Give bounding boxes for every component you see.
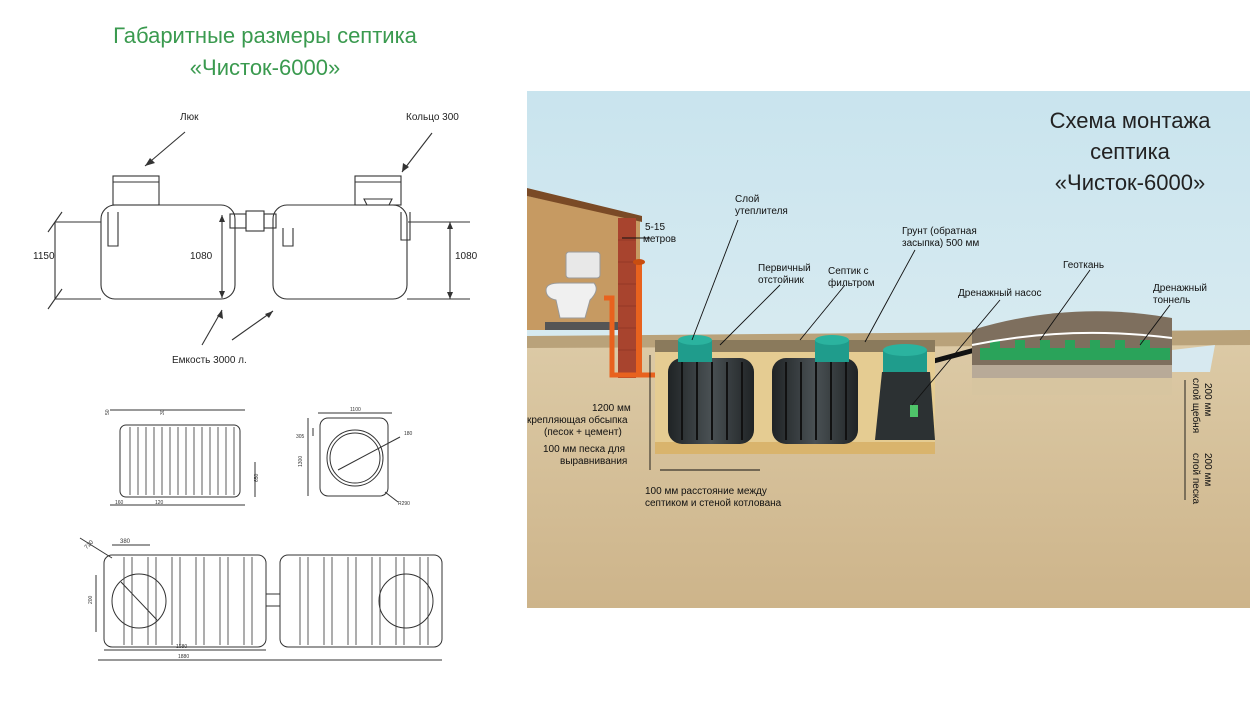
distance-label-2: метров	[643, 234, 676, 245]
dim-30: 30	[160, 409, 166, 415]
installation-title-line3: «Чисток-6000»	[1054, 170, 1206, 195]
rib	[123, 557, 133, 645]
fill-label-3: (песок + цемент)	[544, 427, 622, 438]
dim-1580: 1580	[176, 644, 187, 650]
pump-label: Дренажный насос	[958, 288, 1042, 299]
dim-1150: 1150	[33, 251, 55, 262]
gravel-label-1: 200 мм	[1202, 383, 1213, 416]
brick-wall	[618, 218, 636, 378]
dimensions-title-line2: «Чисток-6000»	[189, 55, 341, 80]
rib	[177, 427, 187, 495]
tunnel-label-2: тоннель	[1153, 295, 1190, 306]
dim-380: 380	[120, 539, 131, 545]
dim-1880: 1880	[178, 654, 189, 660]
rib	[209, 427, 219, 495]
tank-side-right	[272, 204, 408, 300]
dimensions-title: Габаритные размеры септика «Чисток-6000»	[60, 20, 470, 84]
rib	[195, 557, 205, 645]
pump-chamber	[875, 344, 935, 440]
installation-title-line2: септика	[1090, 139, 1170, 164]
rib	[323, 557, 333, 645]
ribbed-tank-view	[110, 409, 256, 506]
rib	[147, 557, 157, 645]
insulation-label-2: утеплителя	[735, 206, 788, 217]
dimensions-title-line1: Габаритные размеры септика	[113, 23, 417, 48]
dim-1300: 1300	[298, 456, 304, 467]
dim-200: 200	[88, 595, 94, 604]
gap-label-2: септиком и стеной котлована	[645, 498, 782, 509]
rib	[243, 557, 253, 645]
rib	[161, 427, 171, 495]
toilet-icon	[545, 251, 601, 319]
dim-1080-a: 1080	[190, 251, 213, 262]
hatch-label: Люк	[180, 112, 199, 123]
insulation-label-1: Слой	[735, 194, 759, 205]
rib	[419, 557, 429, 645]
tank-primary	[668, 335, 754, 444]
dim-120: 120	[155, 500, 164, 506]
geotextile-label: Геоткань	[1063, 260, 1104, 271]
gap-label-1: 100 мм расстояние между	[645, 486, 767, 497]
primary-label-1: Первичный	[758, 263, 811, 274]
rib	[395, 557, 405, 645]
dim-650: 650	[254, 473, 260, 482]
rib	[193, 427, 203, 495]
dim-180: 180	[404, 431, 413, 437]
rib	[347, 557, 357, 645]
sand-label-1: 100 мм песка для	[543, 444, 625, 455]
soil-label-2: засыпка) 500 мм	[902, 238, 979, 249]
technical-drawing: Люк Кольцо 300 Емкость 3000 л. 1150 1080…	[33, 112, 478, 661]
dim-1080-b: 1080	[455, 251, 478, 262]
round-end-view	[307, 412, 401, 503]
tunnel-label-1: Дренажный	[1153, 283, 1207, 294]
sand-label-2: выравнивания	[560, 456, 627, 467]
sandlayer-label-2: слой песка	[1190, 453, 1201, 504]
dim-50: 50	[105, 409, 111, 415]
hatch-right	[354, 175, 402, 206]
installation-title-line1: Схема монтажа	[1049, 108, 1211, 133]
rib	[219, 557, 229, 645]
sandlayer-label-1: 200 мм	[1202, 453, 1213, 486]
dim-1100: 1100	[350, 407, 361, 413]
tank-side-left	[100, 204, 236, 300]
distance-label-1: 5-15	[645, 222, 665, 233]
hatch-left	[112, 175, 160, 206]
top-view	[79, 537, 443, 661]
rib	[171, 557, 181, 645]
installation-title: Схема монтажа септика «Чисток-6000»	[1020, 105, 1240, 198]
rib	[129, 427, 139, 495]
dim-720: 720	[84, 539, 96, 551]
rib	[145, 427, 155, 495]
ring-label: Кольцо 300	[406, 112, 459, 123]
soil-label-1: Грунт (обратная	[902, 225, 977, 237]
dim-r290: R290	[398, 501, 410, 507]
dim-160: 160	[115, 500, 124, 506]
sewer-pipe	[604, 295, 660, 378]
rib	[371, 557, 381, 645]
septic-label-1: Септик с	[828, 266, 869, 277]
septic-label-2: фильтром	[828, 277, 875, 289]
primary-label-2: отстойник	[758, 275, 805, 286]
gravel-label-2: слой щебня	[1190, 378, 1202, 433]
drainage-tunnel	[971, 311, 1215, 395]
rib	[225, 427, 235, 495]
fill-label-2: крепляющая обсыпка	[527, 414, 628, 426]
dim-305: 305	[296, 434, 305, 440]
rib	[299, 557, 309, 645]
tank-filter	[772, 335, 858, 444]
fill-label-1: 1200 мм	[592, 403, 631, 414]
installation-scene: 5-15 метров Слой утеплителя Первичный от…	[527, 91, 1250, 608]
capacity-label: Емкость 3000 л.	[172, 355, 247, 366]
